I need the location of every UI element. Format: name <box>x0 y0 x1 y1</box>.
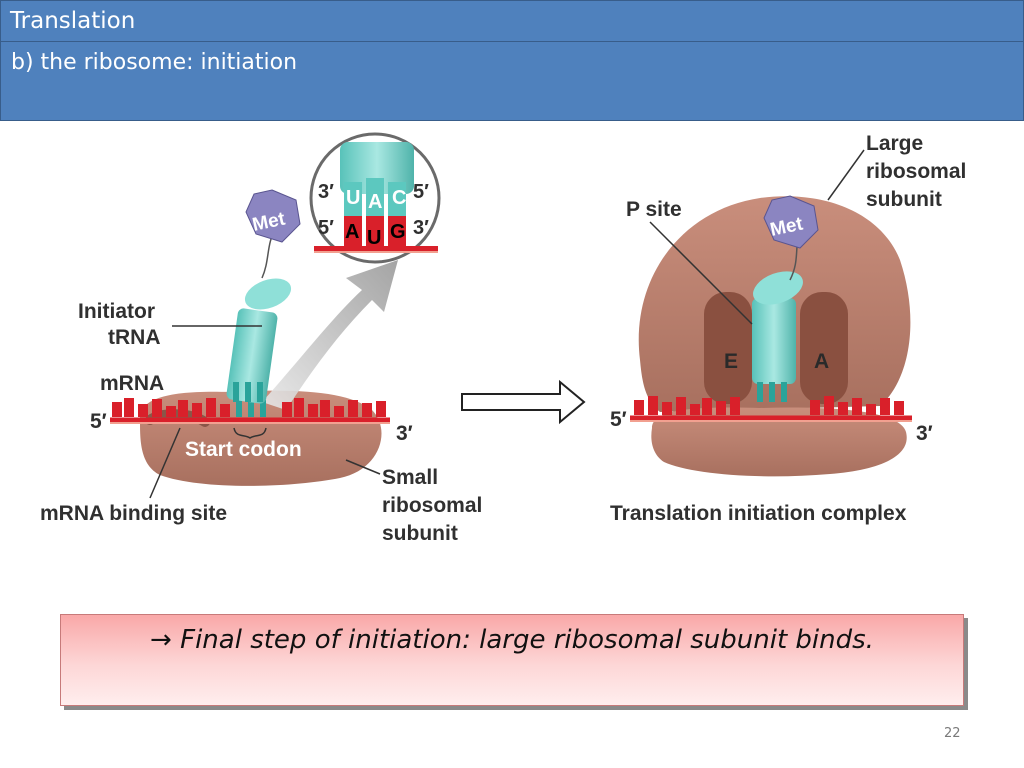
inset-anticodon-5prime: 5′ <box>413 181 429 203</box>
small-subunit-label-1: Small <box>382 466 438 489</box>
large-subunit-label-3: subunit <box>866 188 942 211</box>
p-site-leader <box>649 221 753 325</box>
initiator-trna <box>226 227 292 404</box>
right-5prime-label: 5′ <box>610 408 627 431</box>
complex-label: Translation initiation complex <box>610 502 907 525</box>
arrow-icon: → <box>150 625 172 655</box>
mrna-label: mRNA <box>100 372 164 395</box>
anticodon-c: C <box>392 187 406 209</box>
codon-u: U <box>367 227 381 249</box>
mrna-strand-left <box>110 398 390 424</box>
met-amino-acid-right: Met <box>763 195 819 249</box>
page-number: 22 <box>944 726 961 741</box>
anticodon-a: A <box>368 191 382 213</box>
left-3prime-label: 3′ <box>396 422 413 445</box>
e-site-label: E <box>724 350 738 373</box>
small-subunit-label-2: ribosomal <box>382 494 482 517</box>
met-amino-acid-left: Met <box>245 189 301 243</box>
zoom-arrow <box>262 260 398 410</box>
inset-codon-5prime: 5′ <box>318 217 334 239</box>
left-5prime-label: 5′ <box>90 410 107 433</box>
a-site <box>800 292 848 404</box>
small-subunit-leader <box>345 459 381 475</box>
e-site <box>704 292 752 404</box>
initiator-trna-label-1: Initiator <box>78 300 155 323</box>
start-codon-label: Start codon <box>185 438 302 461</box>
inset-anticodon-3prime: 3′ <box>318 181 334 203</box>
small-subunit-label-3: subunit <box>382 522 458 545</box>
subtitle-bar: b) the ribosome: initiation <box>0 41 1024 121</box>
large-subunit-label-2: ribosomal <box>866 160 966 183</box>
callout-box: → Final step of initiation: large riboso… <box>60 614 964 706</box>
slide-subtitle: b) the ribosome: initiation <box>11 50 298 75</box>
codon-g: G <box>390 221 406 243</box>
translation-initiation-figure: Met 3′ 5′ 5′ 3′ U A C A U G Initiator tR… <box>40 132 966 545</box>
small-ribosomal-subunit-right <box>651 407 907 477</box>
trna-p-site <box>752 231 803 402</box>
codon-a: A <box>345 221 359 243</box>
initiator-trna-label-2: tRNA <box>108 326 161 349</box>
large-subunit-label-1: Large <box>866 132 923 155</box>
callout-text: Final step of initiation: large ribosoma… <box>180 625 874 655</box>
mrna-binding-site-label: mRNA binding site <box>40 502 227 525</box>
mrna-binding-site-leader <box>149 427 181 499</box>
a-site-label: A <box>814 350 829 373</box>
codon-inset <box>309 132 441 264</box>
p-site-label: P site <box>626 198 682 221</box>
inset-codon-3prime: 3′ <box>413 217 429 239</box>
title-bar: Translation <box>0 0 1024 42</box>
mrna-strand-right <box>630 396 912 422</box>
start-codon-bracket <box>233 427 267 439</box>
slide-title: Translation <box>10 8 136 34</box>
right-3prime-label: 3′ <box>916 422 933 445</box>
anticodon-u: U <box>346 187 360 209</box>
callout-text-line: → Final step of initiation: large riboso… <box>61 625 963 655</box>
transition-arrow <box>461 379 586 425</box>
large-subunit-leader <box>827 149 865 201</box>
